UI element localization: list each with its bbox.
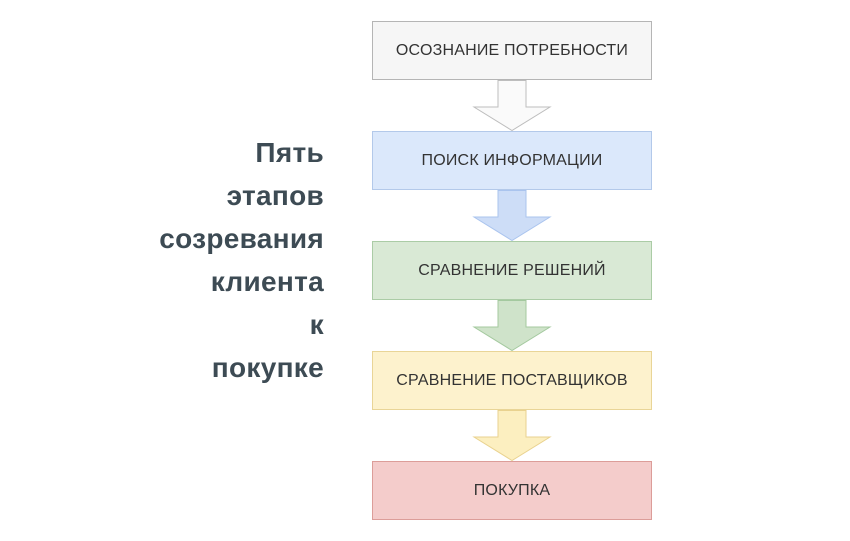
down-arrow-shape: [472, 80, 552, 131]
down-arrow-icon: [472, 80, 552, 131]
down-arrow-shape: [472, 190, 552, 241]
down-arrow-shape: [472, 300, 552, 351]
down-arrow-shape: [472, 410, 552, 461]
stage-label: ПОКУПКА: [473, 481, 551, 499]
stage-label: ПОИСК ИНФОРМАЦИИ: [421, 151, 603, 169]
stage-label: СРАВНЕНИЕ ПОСТАВЩИКОВ: [396, 371, 628, 389]
stage-label: ОСОЗНАНИЕ ПОТРЕБНОСТИ: [395, 41, 629, 59]
stage-box-supplier-comparison: СРАВНЕНИЕ ПОСТАВЩИКОВ: [372, 351, 652, 410]
stage-box-need-awareness: ОСОЗНАНИЕ ПОТРЕБНОСТИ: [372, 21, 652, 80]
stage-label: СРАВНЕНИЕ РЕШЕНИЙ: [418, 261, 606, 279]
stage-box-solution-comparison: СРАВНЕНИЕ РЕШЕНИЙ: [372, 241, 652, 300]
stage-box-purchase: ПОКУПКА: [372, 461, 652, 520]
down-arrow-icon: [472, 300, 552, 351]
flow-column: ОСОЗНАНИЕ ПОТРЕБНОСТИ ПОИСК ИНФОРМАЦИИ С…: [372, 21, 652, 520]
diagram-title: Пять этапов созревания клиента к покупке: [159, 137, 324, 383]
down-arrow-icon: [472, 190, 552, 241]
down-arrow-icon: [472, 410, 552, 461]
stage-box-information-search: ПОИСК ИНФОРМАЦИИ: [372, 131, 652, 190]
